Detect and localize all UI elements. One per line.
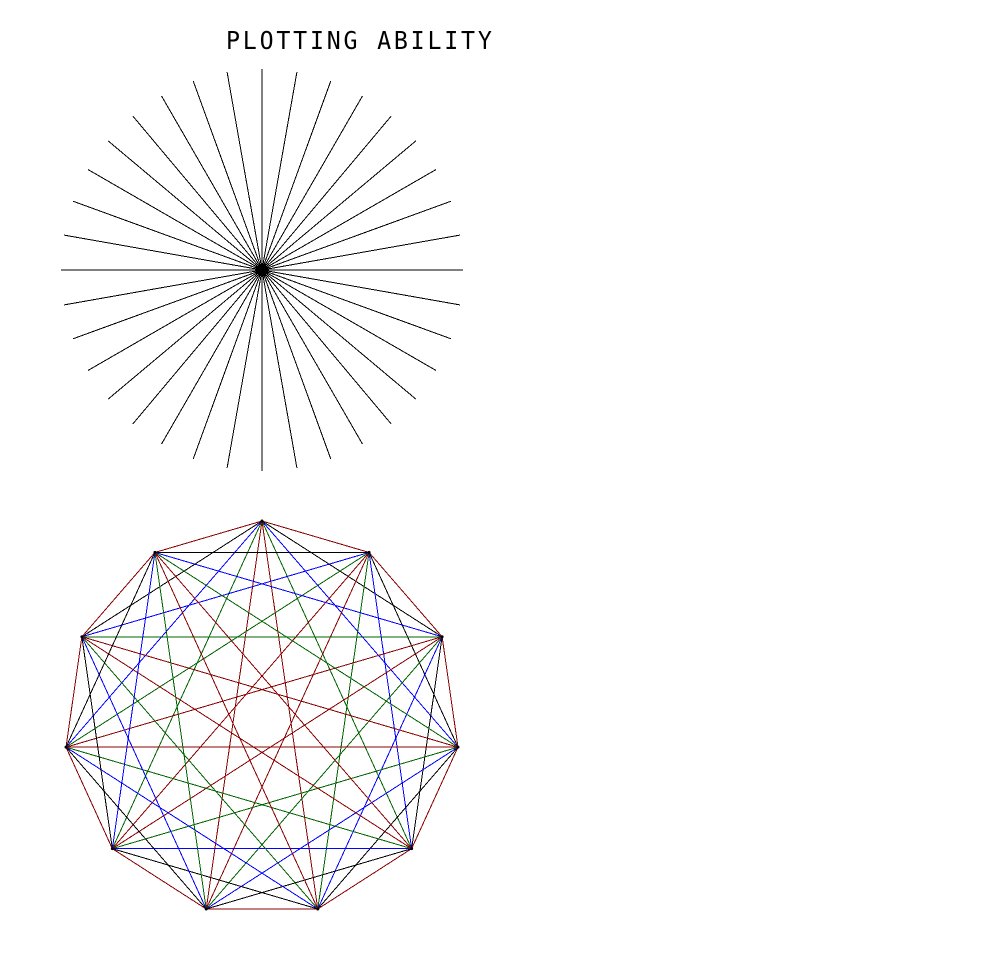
polygon-web-figure xyxy=(64,519,460,911)
starburst-line xyxy=(161,95,263,271)
starburst-line xyxy=(261,169,437,271)
starburst-line xyxy=(107,140,263,271)
polygon-chord xyxy=(81,551,370,638)
polygon-vertex xyxy=(204,907,208,911)
starburst-line xyxy=(63,234,263,271)
polygon-chord xyxy=(261,520,459,748)
starburst-line xyxy=(261,269,363,445)
polygon-vertex xyxy=(440,635,444,639)
polygon-chord xyxy=(205,636,443,910)
polygon-chord xyxy=(154,552,319,910)
polygon-vertex xyxy=(316,907,320,911)
starburst-line xyxy=(72,200,263,271)
starburst-line xyxy=(192,80,263,271)
starburst-line xyxy=(192,269,263,460)
starburst-line xyxy=(261,269,298,469)
polygon-vertex xyxy=(80,635,84,639)
polygon-chord xyxy=(411,746,459,849)
polygon-chord xyxy=(154,551,443,638)
starburst-line xyxy=(161,269,263,445)
starburst-line xyxy=(261,269,417,400)
polygon-chord xyxy=(154,552,413,849)
polygon-chord xyxy=(205,746,459,910)
polygon-chord xyxy=(261,520,370,553)
starburst-line xyxy=(261,269,437,371)
polygon-chord xyxy=(154,552,459,748)
polygon-chord xyxy=(206,848,412,910)
polygon-chord xyxy=(261,520,413,849)
polygon-chord xyxy=(112,636,443,850)
polygon-chord xyxy=(368,552,459,748)
polygon-chord xyxy=(81,636,459,748)
starburst-line xyxy=(132,269,263,425)
polygon-chord xyxy=(317,552,370,910)
starburst-line xyxy=(63,269,263,306)
starburst-line xyxy=(226,269,263,469)
polygon-chord xyxy=(111,552,156,849)
polygon-vertex xyxy=(64,745,68,749)
polygon-chord xyxy=(81,552,156,638)
polygon-chord xyxy=(441,636,459,748)
polygon-chord xyxy=(81,636,207,910)
polygon-chord xyxy=(111,520,263,849)
polygon-chord xyxy=(65,746,113,849)
starburst-figure xyxy=(61,69,463,471)
starburst-line xyxy=(261,95,363,271)
polygon-chord xyxy=(205,520,263,910)
starburst-line xyxy=(261,269,392,425)
starburst-line xyxy=(261,71,298,271)
starburst-line xyxy=(261,115,392,271)
starburst-line xyxy=(87,169,263,271)
polygon-chord xyxy=(65,746,207,910)
starburst-line xyxy=(261,80,332,271)
polygon-chord xyxy=(317,636,443,910)
starburst-line xyxy=(132,115,263,271)
polygon-chord xyxy=(65,552,156,748)
polygon-vertex xyxy=(153,550,157,554)
polygon-chord xyxy=(65,520,263,748)
polygon-chord xyxy=(112,848,318,910)
polygon-chord xyxy=(261,520,443,638)
polygon-chord xyxy=(154,520,263,553)
polygon-chord xyxy=(65,636,443,748)
polygon-chord xyxy=(317,746,459,910)
starburst-line xyxy=(261,269,332,460)
polygon-chord xyxy=(411,636,443,849)
polygon-chord xyxy=(65,552,370,748)
starburst-line xyxy=(226,71,263,271)
starburst-line xyxy=(261,140,417,271)
polygon-chord xyxy=(368,552,443,638)
polygon-vertex xyxy=(456,745,460,749)
starburst-line xyxy=(261,269,452,340)
polygon-vertex xyxy=(367,550,371,554)
polygon-chord xyxy=(65,636,83,748)
starburst-line xyxy=(107,269,263,400)
polygon-vertex xyxy=(410,847,414,851)
polygon-chord xyxy=(112,746,459,850)
page-title: PLOTTING ABILITY xyxy=(226,26,495,55)
polygon-chord xyxy=(81,520,263,638)
polygon-chord xyxy=(65,746,412,850)
polygon-vertex xyxy=(110,847,114,851)
polygon-chord xyxy=(81,636,319,910)
polygon-chord xyxy=(81,636,412,850)
polygon-chord xyxy=(81,636,113,849)
starburst-line xyxy=(87,269,263,371)
polygon-chord xyxy=(205,552,370,910)
polygon-chord xyxy=(154,552,207,910)
polygon-chord xyxy=(317,848,412,910)
starburst-line xyxy=(261,234,461,271)
starburst-line xyxy=(261,200,452,271)
starburst-line xyxy=(72,269,263,340)
polygon-chord xyxy=(368,552,413,849)
polygon-chord xyxy=(261,520,319,910)
starburst-line xyxy=(261,269,461,306)
polygon-vertex xyxy=(260,519,264,523)
polygon-chord xyxy=(112,848,207,910)
polygon-chord xyxy=(65,746,319,910)
polygon-chord xyxy=(111,552,370,849)
